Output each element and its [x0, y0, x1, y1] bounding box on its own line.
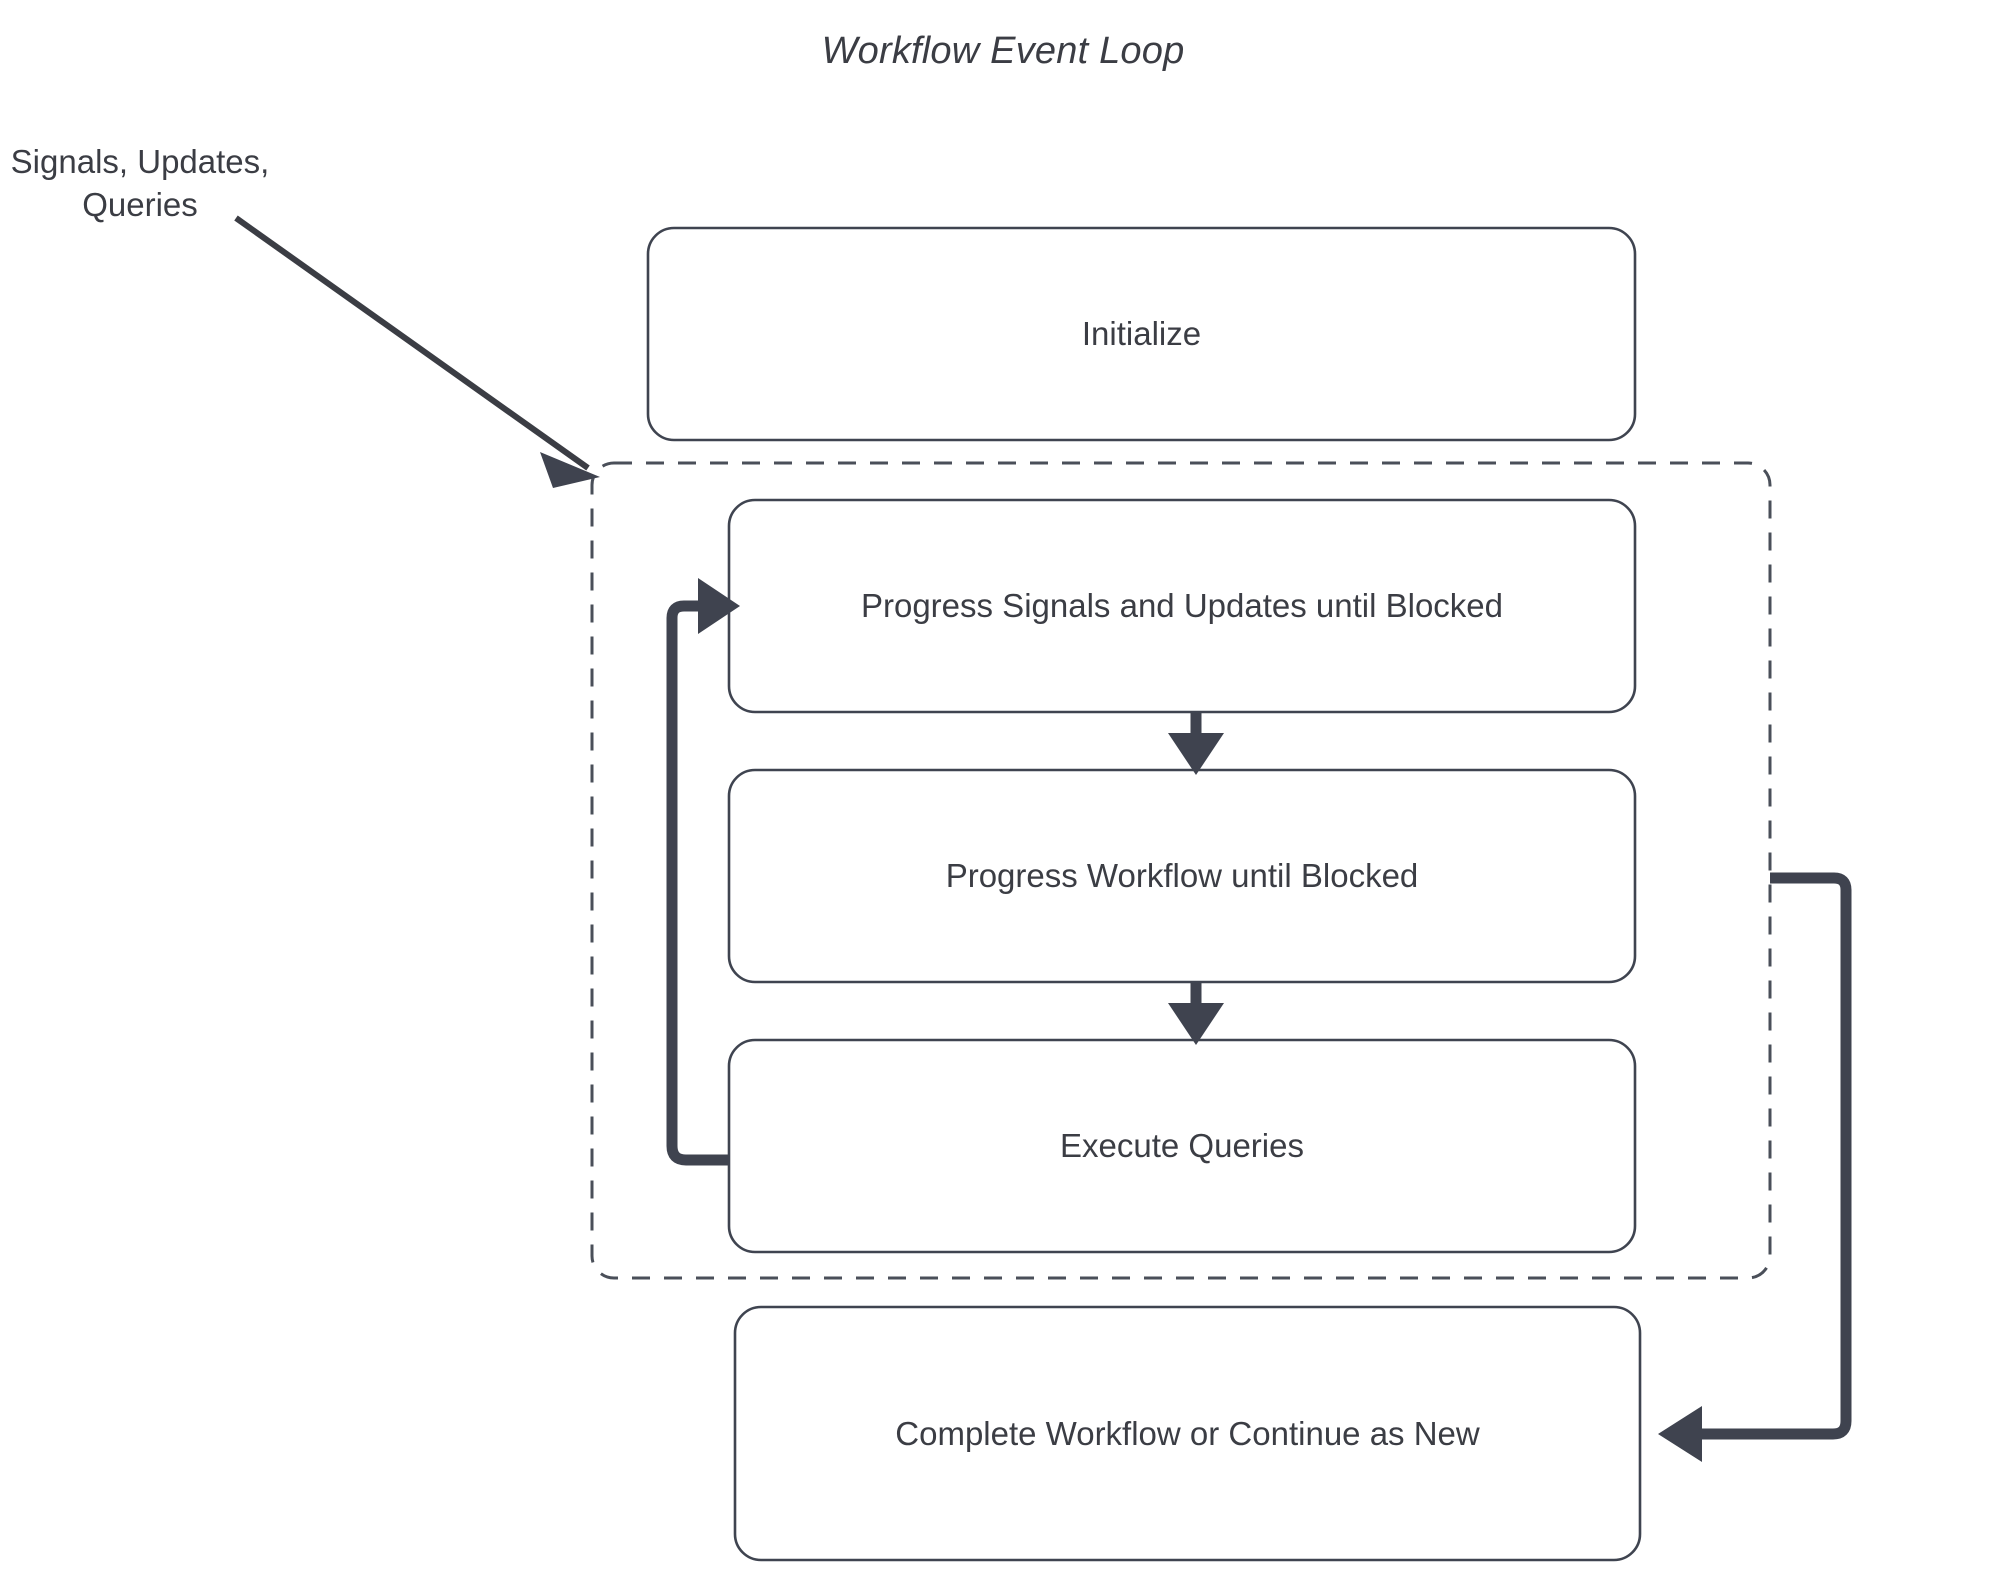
- node-progress-workflow-box[interactable]: [727, 768, 1637, 984]
- edge-signals-to-loop-arrowhead: [540, 452, 600, 488]
- edge-loop-to-complete-arrowhead: [1658, 1406, 1702, 1462]
- event-loop-cluster: [590, 461, 1772, 1280]
- node-progress-signals-box[interactable]: [727, 498, 1637, 714]
- edge-loop-to-complete-shaft: [1700, 872, 1852, 1440]
- edge-signals-to-loop: [234, 215, 590, 471]
- node-initialize-box[interactable]: [646, 226, 1637, 442]
- edge-workflow-to-queries-arrowhead: [1168, 1003, 1224, 1045]
- node-execute-queries-box[interactable]: [727, 1038, 1637, 1254]
- page-title: Workflow Event Loop: [821, 30, 1185, 72]
- edge-queries-loop-back-shaft: [666, 600, 729, 1166]
- edge-queries-loop-back-arrowhead: [698, 578, 740, 634]
- node-complete-workflow-box[interactable]: [733, 1305, 1642, 1562]
- signals-updates-queries-label: Signals, Updates, Queries: [10, 143, 270, 223]
- edge-signals-to-workflow-arrowhead: [1168, 733, 1224, 775]
